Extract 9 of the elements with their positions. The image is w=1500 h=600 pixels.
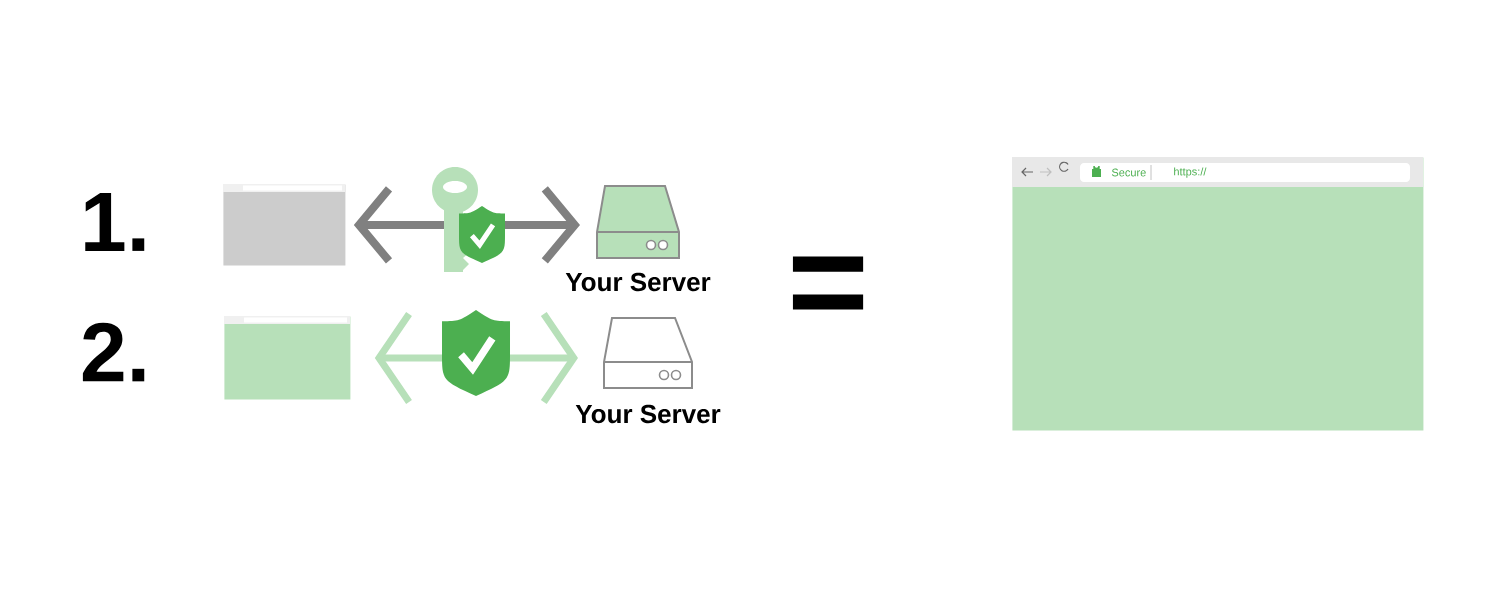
browser-window bbox=[223, 184, 346, 266]
browser-window bbox=[224, 316, 351, 400]
server-label: Your Server bbox=[565, 272, 711, 292]
address-text: https:// bbox=[1174, 167, 1207, 178]
server-label: Your Server bbox=[575, 404, 721, 424]
step-number: 1. bbox=[85, 193, 145, 251]
step-number: 2. bbox=[82, 322, 145, 382]
address-text: Secure bbox=[1111, 168, 1146, 177]
equals-sign: = bbox=[792, 256, 864, 310]
